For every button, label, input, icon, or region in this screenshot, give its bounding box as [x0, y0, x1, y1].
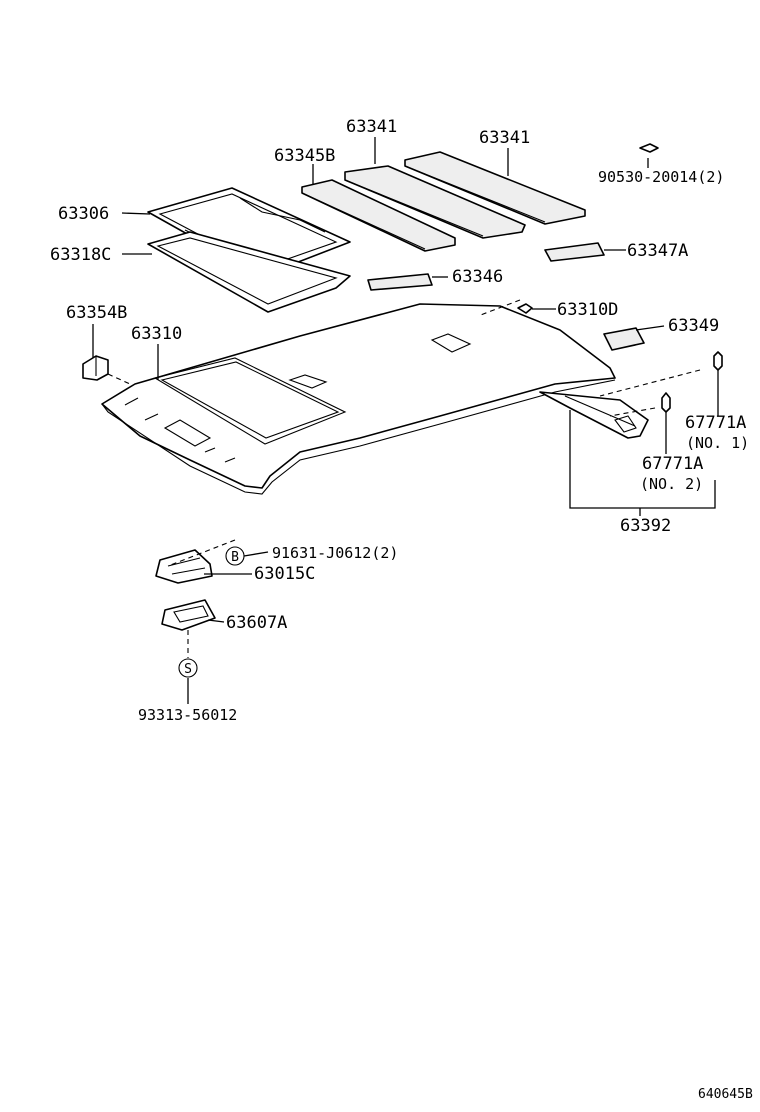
silencer-pad-63341-right	[404, 151, 586, 225]
pad-63347a	[544, 242, 605, 262]
label-63318c: 63318C	[50, 245, 111, 265]
callout-s: S	[178, 658, 198, 678]
pad-63346	[367, 273, 433, 291]
label-63341-right: 63341	[479, 128, 530, 148]
label-63349: 63349	[668, 316, 719, 336]
silencer-pad-63341-center	[344, 165, 526, 239]
dash-clip-no2	[609, 407, 656, 417]
sunvisor-holder-63354b	[82, 355, 109, 381]
clip-63310d	[517, 303, 533, 314]
label-63346: 63346	[452, 267, 503, 287]
label-63607a: 63607A	[226, 613, 287, 633]
label-93313-56012: 93313-56012	[138, 706, 237, 724]
label-67771a-no2-note: (NO. 2)	[640, 475, 703, 493]
label-63310: 63310	[131, 324, 182, 344]
label-91631-j0612: 91631-J0612(2)	[272, 544, 398, 562]
clip-67771a-no2	[661, 392, 671, 413]
callout-b: B	[225, 546, 245, 566]
clip-90530	[639, 143, 659, 153]
dash-63354b	[107, 373, 131, 385]
dash-clip-no1	[599, 369, 701, 397]
dash-63310d	[477, 299, 521, 317]
label-67771a-no1: 67771A	[685, 413, 746, 433]
callout-b-letter: B	[231, 550, 239, 565]
clip-67771a-no1	[713, 351, 723, 371]
label-63345b: 63345B	[274, 146, 335, 166]
label-63341-center: 63341	[346, 117, 397, 137]
label-63306: 63306	[58, 204, 109, 224]
bracket-63015c	[155, 549, 213, 584]
drawing-code: 640645B	[698, 1087, 753, 1102]
sunroof-seal-63318c	[147, 231, 351, 313]
silencer-pad-63345b	[301, 179, 456, 252]
label-67771a-no1-note: (NO. 1)	[686, 434, 749, 452]
dash-91631	[167, 539, 236, 567]
pad-63349	[603, 327, 645, 351]
label-63354b: 63354B	[66, 303, 127, 323]
label-90530-20014: 90530-20014(2)	[598, 168, 724, 186]
label-63347a: 63347A	[627, 241, 688, 261]
label-63392: 63392	[620, 516, 671, 536]
room-lamp-63607a	[161, 599, 216, 631]
roof-headlining-63310	[101, 303, 616, 495]
callout-s-letter: S	[184, 662, 192, 677]
leader-lines	[92, 137, 719, 704]
label-63310d: 63310D	[557, 300, 618, 320]
assist-grip-rail-63392	[539, 391, 649, 439]
label-67771a-no2: 67771A	[642, 454, 703, 474]
label-63015c: 63015C	[254, 564, 315, 584]
